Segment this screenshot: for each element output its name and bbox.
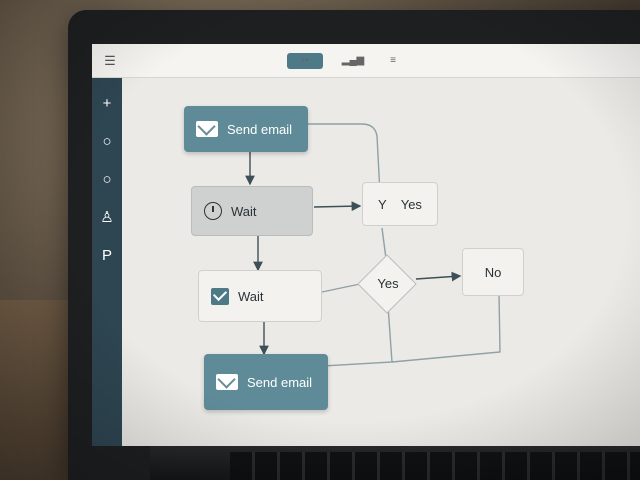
arrow: [313, 201, 362, 212]
user-icon[interactable]: ♙: [100, 209, 114, 226]
node-label: Send email: [227, 121, 293, 137]
flow-view-button[interactable]: ••: [287, 53, 323, 69]
flow-connectors: [245, 123, 501, 371]
list-icon: ≡: [390, 55, 396, 66]
no-branch-node[interactable]: No: [462, 248, 524, 296]
mail-icon: [216, 374, 238, 390]
arrow: [415, 271, 462, 282]
decision-label: Yes: [377, 276, 399, 291]
chart-view-button[interactable]: ▂▄▆: [335, 53, 371, 69]
send-email-node[interactable]: Send email: [204, 354, 328, 410]
check-icon: [211, 287, 229, 305]
mail-icon: [196, 121, 218, 137]
connector: [391, 293, 501, 363]
connector: [308, 123, 381, 195]
clock-icon: [204, 202, 222, 220]
plus-icon[interactable]: +: [102, 95, 112, 112]
node-label: No: [484, 264, 502, 280]
wait-node[interactable]: Wait: [198, 270, 322, 322]
sidebar: + ○ ○ ♙ P: [92, 78, 122, 446]
p-icon[interactable]: P: [101, 247, 112, 264]
node-label: Send email: [247, 374, 313, 390]
hamburger-icon[interactable]: ☰: [104, 53, 116, 68]
bar-chart-icon: ▂▄▆: [341, 55, 365, 66]
circle-icon[interactable]: ○: [102, 133, 112, 150]
node-label: Wait: [238, 288, 264, 304]
top-bar: ☰ •• ▂▄▆ ≡: [92, 44, 640, 78]
branch-prefix: Y: [378, 196, 387, 212]
yes-branch-node[interactable]: Y Yes: [362, 182, 438, 226]
keyboard: [230, 452, 640, 480]
node-label: Wait: [231, 203, 257, 219]
view-switcher: •• ▂▄▆ ≡: [287, 53, 407, 71]
send-email-node[interactable]: Send email: [184, 106, 308, 152]
app-window: ☰ •• ▂▄▆ ≡ + ○ ○ ♙ P: [92, 44, 640, 446]
connector: [321, 283, 361, 293]
flow-icon: ••: [301, 55, 309, 66]
circle-icon[interactable]: ○: [102, 171, 112, 188]
list-view-button[interactable]: ≡: [375, 53, 411, 69]
wait-node[interactable]: Wait: [191, 186, 313, 236]
node-label: Yes: [400, 196, 422, 212]
